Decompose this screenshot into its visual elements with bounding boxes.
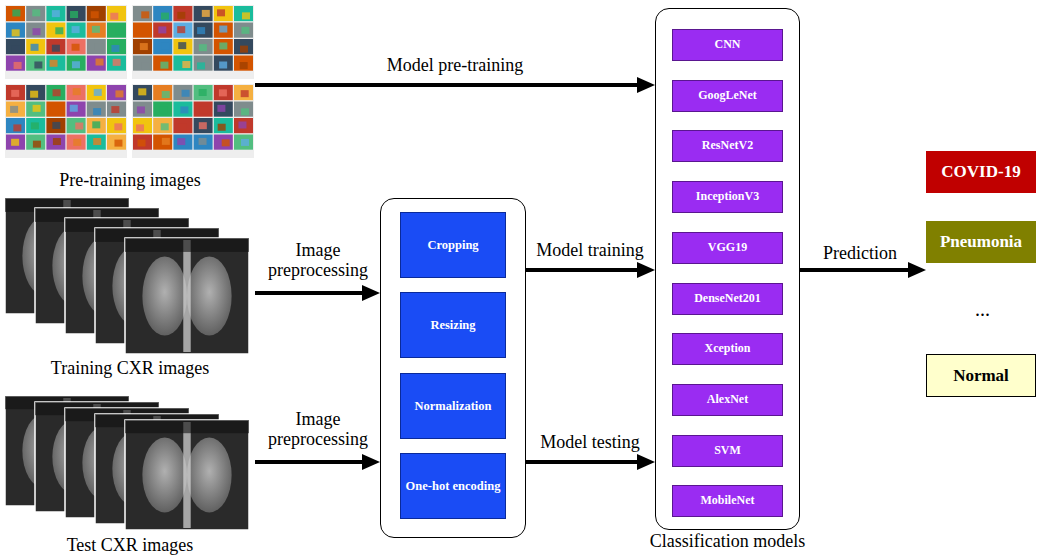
box-label: AlexNet — [707, 393, 748, 407]
model-group: Classification modelsCNNGoogLeNetResNetV… — [655, 8, 800, 530]
image-caption: Test CXR images — [5, 535, 255, 555]
model-box: CNN — [672, 29, 783, 61]
output-box: COVID-19 — [926, 151, 1036, 193]
box-label: Xception — [705, 342, 751, 356]
model-box: Xception — [672, 333, 783, 365]
arrowhead — [637, 77, 655, 93]
model-box: DenseNet201 — [672, 283, 783, 315]
edge-label: Model training — [528, 240, 652, 260]
box-label: CNN — [715, 38, 741, 52]
arrowhead — [362, 454, 380, 470]
box-label: Resizing — [430, 318, 475, 332]
ellipsis-label: ... — [955, 298, 1010, 321]
output-box: Pneumonia — [926, 221, 1036, 263]
image-group: Pre-training images — [5, 5, 255, 190]
arrow-connector — [255, 454, 380, 470]
model-box: SVM — [672, 435, 783, 467]
model-box: MobileNet — [672, 485, 783, 517]
box-label: Normalization — [414, 399, 491, 413]
arrow-connector — [800, 262, 926, 278]
arrow-line — [526, 460, 639, 464]
edge-label: Model pre-training — [360, 55, 550, 75]
arrow-connector — [526, 454, 655, 470]
arrow-connector — [255, 77, 655, 93]
box-label: Normal — [953, 366, 1009, 386]
photo-collage — [5, 84, 127, 158]
image-group: Training CXR images — [5, 194, 255, 378]
model-box: GoogLeNet — [672, 80, 783, 112]
arrowhead — [637, 262, 655, 278]
box-label: InceptionV3 — [696, 190, 759, 204]
arrow-line — [526, 268, 639, 272]
output-box: Normal — [926, 354, 1036, 397]
model-box: ResNetV2 — [672, 130, 783, 162]
arrow-connector — [526, 262, 655, 278]
edge-label: Image preprocessing — [258, 409, 378, 449]
box-label: COVID-19 — [941, 162, 1020, 182]
model-box: VGG19 — [672, 232, 783, 264]
edge-label: Model testing — [528, 432, 652, 452]
box-label: One-hot encoding — [406, 479, 501, 493]
arrowhead — [637, 454, 655, 470]
arrow-connector — [255, 285, 380, 301]
box-label: Cropping — [427, 238, 478, 252]
arrow-line — [255, 460, 364, 464]
arrowhead — [908, 262, 926, 278]
box-label: MobileNet — [701, 494, 755, 508]
box-label: GoogLeNet — [698, 89, 757, 103]
xray-stack — [5, 396, 249, 530]
edge-label: Image preprocessing — [258, 240, 378, 280]
edge-label: Prediction — [805, 243, 915, 263]
box-label: VGG19 — [708, 241, 747, 255]
xray-image — [125, 420, 249, 530]
photo-collage — [5, 5, 127, 79]
image-caption: Pre-training images — [5, 170, 255, 190]
model-box: AlexNet — [672, 384, 783, 416]
photo-collage — [132, 5, 254, 79]
image-caption: Training CXR images — [5, 358, 255, 378]
arrow-line — [800, 268, 910, 272]
group-caption: Classification models — [650, 531, 805, 551]
arrow-line — [255, 291, 364, 295]
model-box: InceptionV3 — [672, 181, 783, 213]
box-label: ResNetV2 — [702, 139, 753, 153]
box-label: DenseNet201 — [694, 292, 761, 306]
photo-collage — [132, 84, 254, 158]
preprocessing-group: CroppingResizingNormalizationOne-hot enc… — [380, 198, 526, 538]
process-box: One-hot encoding — [400, 453, 506, 519]
process-box: Normalization — [400, 373, 506, 439]
image-group: Test CXR images — [5, 393, 255, 555]
process-box: Cropping — [400, 212, 506, 278]
box-label: SVM — [714, 444, 741, 458]
xray-stack — [5, 198, 249, 354]
box-label: Pneumonia — [940, 232, 1022, 252]
process-box: Resizing — [400, 292, 506, 358]
arrow-line — [255, 83, 639, 87]
arrowhead — [362, 285, 380, 301]
xray-image — [125, 238, 249, 354]
